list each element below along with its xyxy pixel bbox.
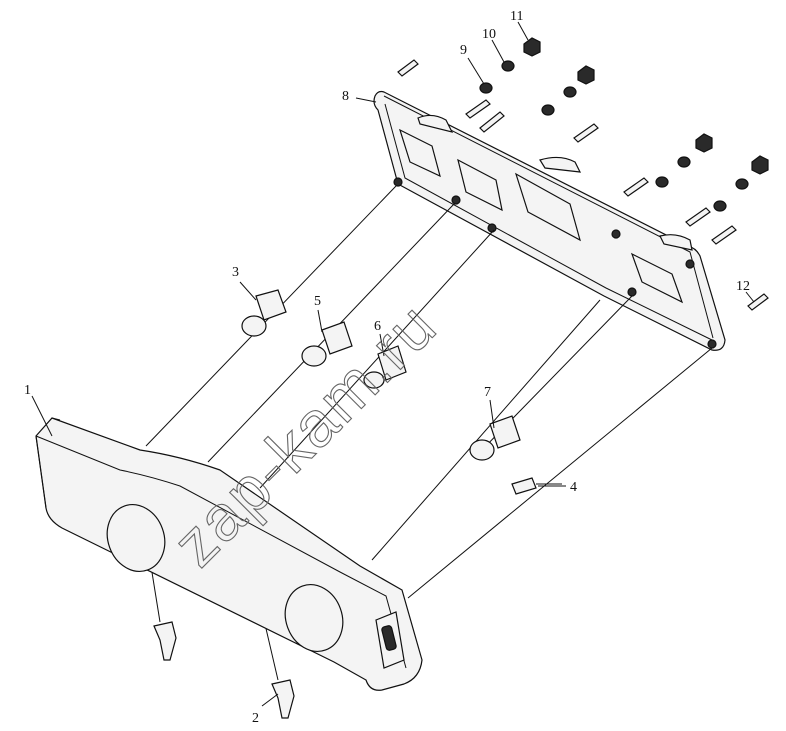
callout-8: 8	[342, 89, 349, 104]
callout-4: 4	[570, 480, 577, 495]
callout-10: 10	[482, 27, 496, 42]
callout-11: 11	[510, 9, 523, 24]
washer-nut-set	[479, 37, 769, 212]
callout-2: 2	[252, 711, 259, 726]
gasket-plate	[373, 90, 726, 351]
callout-1: 1	[24, 383, 31, 398]
bulb-3	[241, 289, 287, 337]
callout-3: 3	[232, 265, 239, 280]
callout-6: 6	[374, 319, 381, 334]
bulb-7	[469, 415, 521, 461]
bolt-set	[397, 59, 769, 311]
lower-bolts	[153, 621, 295, 719]
callout-12: 12	[736, 279, 750, 294]
bulb-6	[363, 345, 407, 389]
callout-5: 5	[314, 294, 321, 309]
callout-7: 7	[484, 385, 491, 400]
callout-leaders	[31, 21, 755, 707]
bulb-5	[301, 321, 353, 367]
main-housing	[35, 417, 423, 691]
callout-labels: 1 2 3 4 5 6 7 8 9 10 11 12	[24, 9, 750, 726]
callout-9: 9	[460, 43, 467, 58]
stud-4	[511, 477, 562, 495]
